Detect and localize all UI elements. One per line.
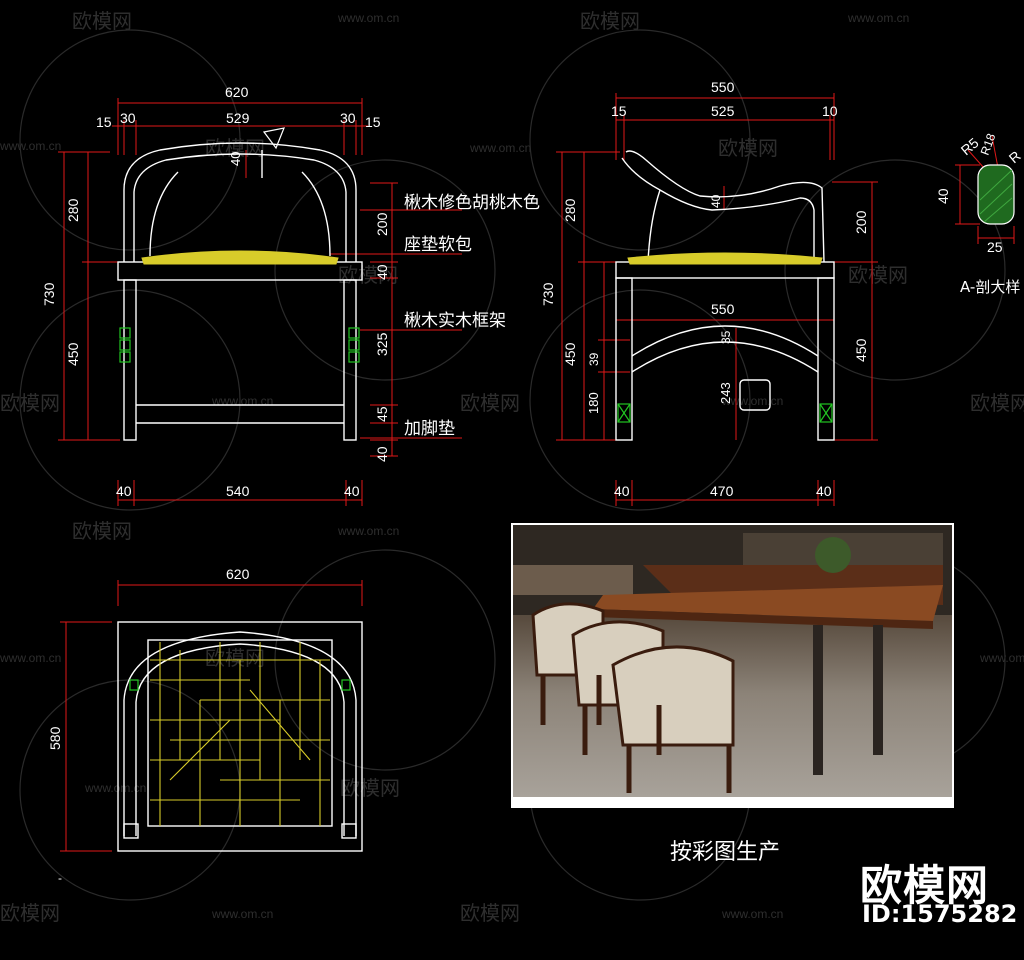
- side-chair-outline: [615, 150, 835, 441]
- dim-text: 730: [41, 282, 57, 306]
- dim-text: 450: [562, 342, 578, 366]
- dim-text: 40: [374, 446, 390, 462]
- product-photo: [511, 523, 954, 808]
- dim-text: 200: [374, 212, 390, 236]
- dim-text: 540: [226, 483, 250, 499]
- plan-cushion-lattice: [150, 642, 330, 826]
- dim-text: 35: [719, 330, 733, 344]
- watermark-url: www.om.cn: [847, 11, 909, 25]
- side-joints: [617, 403, 833, 423]
- watermark-url: www.om.cn: [337, 11, 399, 25]
- dim-text: 45: [374, 406, 390, 422]
- front-overall-width: 620: [225, 84, 249, 100]
- section-radius: R5: [958, 134, 982, 158]
- watermark-logo: 欧模网: [460, 392, 520, 415]
- front-chair-outline: [117, 127, 363, 441]
- dim-text: 180: [586, 392, 601, 414]
- plan-depth: 580: [47, 726, 63, 750]
- dim-text: 15: [365, 114, 381, 130]
- dim-text: 40: [116, 483, 132, 499]
- watermark-logo: 欧模网: [72, 520, 132, 543]
- watermark-logo: 欧模网: [718, 137, 778, 160]
- material-callouts: 楸木修色胡桃木色 座垫软包 楸木实木框架 加脚垫: [404, 193, 540, 438]
- watermark-url: www.om.cn: [721, 394, 783, 408]
- front-cushion: [141, 250, 339, 265]
- callout-cushion: 座垫软包: [404, 235, 472, 254]
- side-cushion: [627, 252, 823, 265]
- watermark-logo: 欧模网: [460, 902, 520, 925]
- front-dimension-lines: [58, 98, 462, 506]
- section-detail: R5 R18 R 40 25 A-剖大样: [935, 131, 1024, 296]
- watermark-url: www.om.cn: [84, 781, 146, 795]
- watermark-url: www.om.cn: [979, 651, 1024, 665]
- watermark-url: www.om.cn: [337, 524, 399, 538]
- dim-text: 730: [540, 282, 556, 306]
- watermark-logo: 欧模网: [580, 10, 640, 33]
- watermark-url: www.om.cn: [469, 141, 531, 155]
- section-label: A-剖大样: [960, 278, 1020, 296]
- watermark-url: www.om.cn: [0, 139, 61, 153]
- dim-text: 15: [96, 114, 112, 130]
- watermark-url: www.om.cn: [211, 907, 273, 921]
- callout-frame: 楸木实木框架: [404, 311, 506, 330]
- dim-text: 550: [711, 301, 735, 317]
- brand-logo: 欧模网: [860, 861, 990, 910]
- watermark-logo: 欧模网: [72, 10, 132, 33]
- photo-scene: [513, 525, 952, 797]
- dim-text: 450: [65, 342, 81, 366]
- side-overall-width: 550: [711, 79, 735, 95]
- watermark-logo: 欧模网: [340, 777, 400, 800]
- dim-text: 325: [374, 332, 390, 356]
- dim-text: 30: [340, 110, 356, 126]
- dim-text: 30: [120, 110, 136, 126]
- callout-finish: 楸木修色胡桃木色: [404, 193, 540, 212]
- dim-text: 450: [853, 338, 869, 362]
- callout-foot-pad: 加脚垫: [404, 419, 455, 438]
- section-width: 25: [987, 239, 1003, 255]
- watermark-logo: 欧模网: [0, 392, 60, 415]
- front-joints: [119, 327, 360, 363]
- dim-text: 280: [65, 198, 81, 222]
- watermark-url: www.om.cn: [211, 394, 273, 408]
- dim-text: 280: [562, 198, 578, 222]
- plan-width: 620: [226, 566, 250, 582]
- front-view: 620 15 30 529 30 15 280 730 450 40 200 4…: [41, 84, 540, 506]
- dim-text: 525: [711, 103, 735, 119]
- dim-text: 15: [611, 103, 627, 119]
- watermark-logo: 欧模网: [848, 264, 908, 287]
- svg-text:-: -: [58, 871, 62, 885]
- dim-text: 40: [344, 483, 360, 499]
- plan-view: 620 580: [47, 566, 363, 852]
- dim-text: 40: [816, 483, 832, 499]
- model-id: ID:1575282: [862, 900, 1018, 928]
- watermark-url: www.om.cn: [721, 907, 783, 921]
- watermark-logo: 欧模网: [970, 392, 1024, 415]
- dim-text: 39: [587, 352, 601, 366]
- watermark-url: www.om.cn: [0, 651, 61, 665]
- dim-text: 529: [226, 110, 250, 126]
- watermark-logo: 欧模网: [205, 647, 265, 670]
- dim-text: 40: [709, 194, 723, 208]
- side-view: 550 15 525 10 280 730 450 39 180 200 450…: [540, 79, 878, 506]
- dim-text: 200: [853, 210, 869, 234]
- watermark-logo: 欧模网: [338, 264, 398, 287]
- side-dimension-lines: [556, 93, 878, 506]
- dim-text: 470: [710, 483, 734, 499]
- dim-text: 10: [822, 103, 838, 119]
- dim-text: 40: [374, 264, 390, 280]
- watermark-logo: 欧模网: [0, 902, 60, 925]
- section-height: 40: [935, 188, 951, 204]
- side-dimension-text: 550 15 525 10 280 730 450 39 180 200 450…: [540, 79, 869, 499]
- photo-caption: 按彩图生产: [670, 840, 781, 865]
- section-radius: R: [1006, 148, 1024, 167]
- dim-text: 243: [718, 382, 733, 404]
- dim-text: 40: [614, 483, 630, 499]
- dim-text: 40: [228, 152, 243, 166]
- front-dimension-text: 620 15 30 529 30 15 280 730 450 40 200 4…: [41, 84, 390, 499]
